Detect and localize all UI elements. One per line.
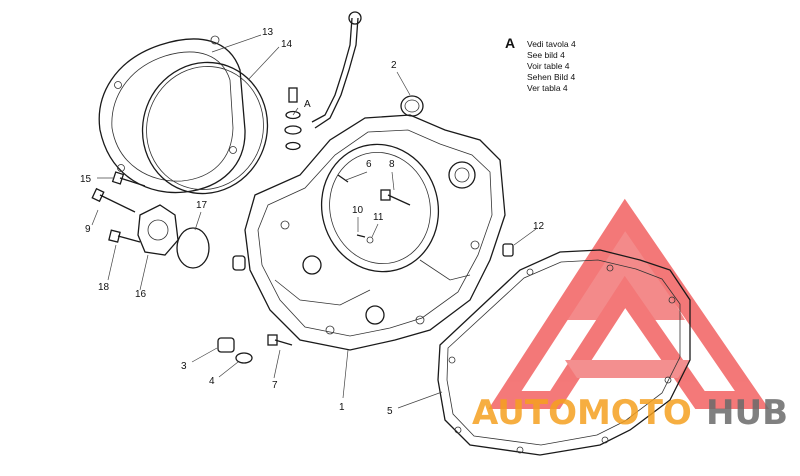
cover-gasket-part bbox=[437, 249, 691, 456]
callout-17: 17 bbox=[196, 200, 208, 211]
callout-1: 1 bbox=[339, 402, 345, 413]
reference-note-line: Vedi tavola 4 bbox=[527, 39, 576, 49]
callout-10: 10 bbox=[352, 205, 364, 216]
banjo-bolt-washers-part bbox=[284, 87, 302, 151]
outer-cover-part bbox=[98, 35, 246, 194]
callout-12: 12 bbox=[533, 221, 545, 232]
o-ring-small-part bbox=[176, 227, 210, 269]
callout-8: 8 bbox=[389, 159, 395, 170]
reference-note-letter: A bbox=[505, 35, 515, 51]
callout-15: 15 bbox=[80, 174, 92, 185]
callout-A: A bbox=[304, 99, 311, 110]
crankcase-cover-part bbox=[244, 114, 506, 351]
bolts-inner-part bbox=[232, 174, 514, 271]
callout-2: 2 bbox=[391, 60, 397, 71]
callout-9: 9 bbox=[85, 224, 91, 235]
reference-note-line: Ver tabla 4 bbox=[527, 83, 568, 93]
callout-18: 18 bbox=[98, 282, 110, 293]
plug-part bbox=[400, 95, 424, 117]
callout-6: 6 bbox=[366, 159, 372, 170]
callout-3: 3 bbox=[181, 361, 187, 372]
bolts-left-part bbox=[91, 171, 146, 243]
callout-14: 14 bbox=[281, 39, 293, 50]
oil-pipe-part bbox=[311, 11, 362, 129]
flange-part bbox=[137, 204, 179, 256]
callout-4: 4 bbox=[209, 376, 215, 387]
callout-13: 13 bbox=[262, 27, 274, 38]
watermark-text-part2: HUB bbox=[706, 393, 788, 433]
callout-7: 7 bbox=[272, 380, 278, 391]
callout-11: 11 bbox=[373, 212, 384, 223]
bushing-part bbox=[217, 334, 293, 364]
leader-lines bbox=[91, 34, 537, 409]
reference-note-line: See bild 4 bbox=[527, 50, 565, 60]
watermark-text: AUTOMOTO HUB bbox=[472, 393, 788, 433]
reference-note: A Vedi tavola 4 See bild 4 Voir table 4 … bbox=[505, 35, 576, 93]
reference-note-line: Sehen Bild 4 bbox=[527, 72, 575, 82]
o-ring-seal-part bbox=[141, 61, 269, 195]
callout-5: 5 bbox=[387, 406, 393, 417]
reference-note-line: Voir table 4 bbox=[527, 61, 570, 71]
watermark-logo bbox=[488, 198, 770, 409]
watermark-text-part1: AUTOMOTO bbox=[472, 393, 692, 433]
callout-16: 16 bbox=[135, 289, 147, 300]
